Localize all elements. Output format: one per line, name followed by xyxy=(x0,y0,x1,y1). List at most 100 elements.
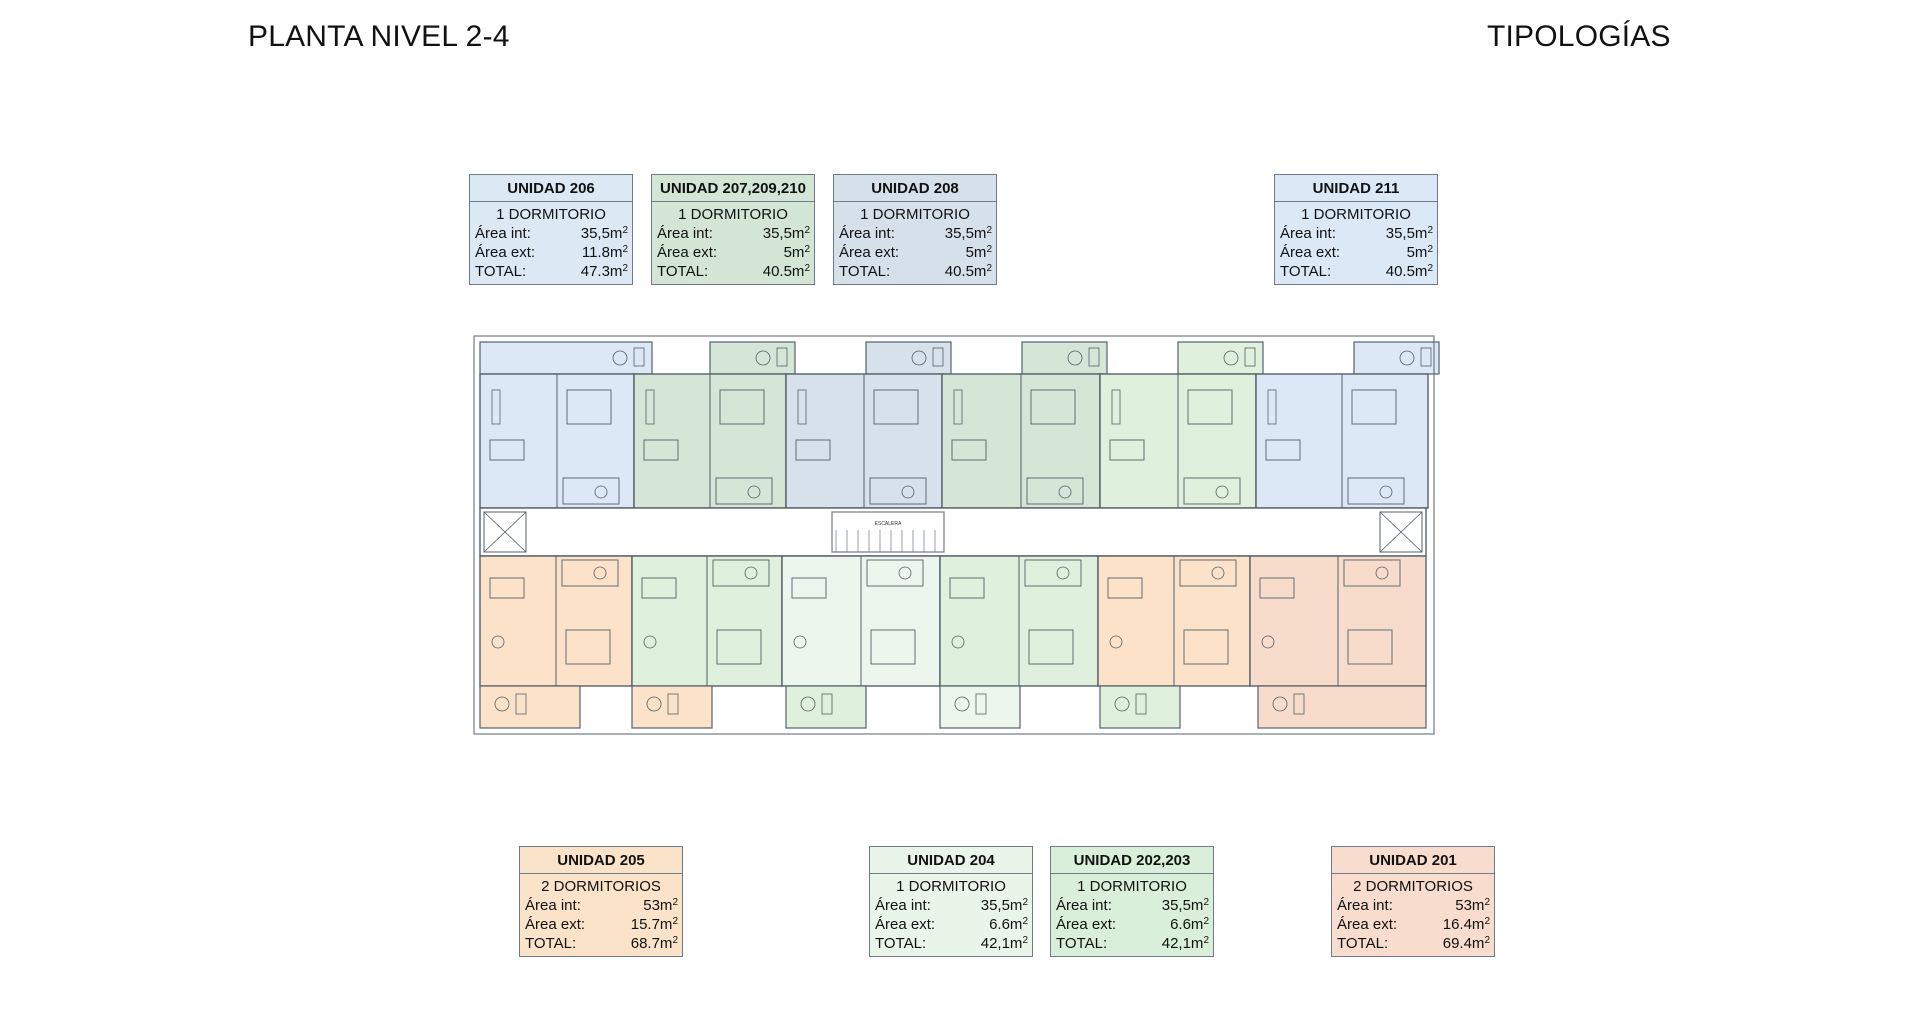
total-label: TOTAL: xyxy=(839,263,891,280)
total-value: 69.4m xyxy=(1442,935,1485,952)
area-unit-sup: 2 xyxy=(986,244,992,255)
area-ext-label: Área ext: xyxy=(1337,916,1398,933)
sofa xyxy=(645,389,655,425)
unit-card-208[interactable]: UNIDAD 208 1 DORMITORIO Área int:35,5m2 … xyxy=(833,174,997,285)
total-label: TOTAL: xyxy=(475,263,527,280)
unit-name: UNIDAD 201 xyxy=(1332,847,1494,874)
unit-card-206[interactable]: UNIDAD 206 1 DORMITORIO Área int:35,5m2 … xyxy=(469,174,633,285)
bed xyxy=(1351,389,1397,425)
unit-card-202-203[interactable]: UNIDAD 202,203 1 DORMITORIO Área int:35,… xyxy=(1050,846,1214,957)
area-unit-sup: 2 xyxy=(1022,916,1028,927)
balcony-lounger xyxy=(667,693,679,715)
area-unit-sup: 2 xyxy=(1427,244,1433,255)
area-int-label: Área int: xyxy=(875,897,931,914)
unit-name: UNIDAD 206 xyxy=(470,175,632,202)
area-unit-sup: 2 xyxy=(1022,897,1028,908)
dining-table xyxy=(1107,577,1143,599)
balcony-chair xyxy=(1223,350,1239,366)
area-unit-sup: 2 xyxy=(1484,935,1490,946)
balcony-chair xyxy=(911,350,927,366)
area-unit-sup: 2 xyxy=(622,225,628,236)
page-title: PLANTA NIVEL 2-4 xyxy=(248,20,510,53)
area-ext-label: Área ext: xyxy=(1280,244,1341,261)
balcony-chair xyxy=(1272,696,1288,712)
area-ext-label: Área ext: xyxy=(839,244,900,261)
balcony-lounger xyxy=(932,347,944,367)
area-unit-sup: 2 xyxy=(1203,935,1209,946)
area-int-label: Área int: xyxy=(839,225,895,242)
bottom-balcony xyxy=(631,685,713,729)
area-unit-sup: 2 xyxy=(622,263,628,274)
unit-card-204[interactable]: UNIDAD 204 1 DORMITORIO Área int:35,5m2 … xyxy=(869,846,1033,957)
area-int-value: 35,5m xyxy=(980,897,1023,914)
area-int-label: Área int: xyxy=(657,225,713,242)
elevator-right xyxy=(1379,511,1423,553)
plant xyxy=(491,635,505,649)
plant xyxy=(643,635,657,649)
toilet xyxy=(747,485,761,499)
area-int-label: Área int: xyxy=(1280,225,1336,242)
area-unit-sup: 2 xyxy=(986,225,992,236)
total-label: TOTAL: xyxy=(1056,935,1108,952)
unit-card-207-209-210[interactable]: UNIDAD 207,209,210 1 DORMITORIO Área int… xyxy=(651,174,815,285)
area-ext-label: Área ext: xyxy=(475,244,536,261)
balcony-lounger xyxy=(1135,693,1147,715)
bottom-balcony xyxy=(479,685,581,729)
toilet xyxy=(744,566,758,580)
section-title: TIPOLOGÍAS xyxy=(1487,20,1671,53)
balcony-lounger xyxy=(821,693,833,715)
balcony-lounger xyxy=(515,693,527,715)
toilet xyxy=(898,566,912,580)
bathroom xyxy=(562,477,620,505)
toilet xyxy=(901,485,915,499)
top-balcony xyxy=(865,341,952,375)
total-value: 42,1m xyxy=(980,935,1023,952)
unit-card-205[interactable]: UNIDAD 205 2 DORMITORIOS Área int:53m2 Á… xyxy=(519,846,683,957)
area-unit-sup: 2 xyxy=(1203,897,1209,908)
balcony-chair xyxy=(800,696,816,712)
area-unit-sup: 2 xyxy=(804,263,810,274)
area-ext-value: 16.4m xyxy=(1442,916,1485,933)
area-unit-sup: 2 xyxy=(1203,916,1209,927)
plant xyxy=(793,635,807,649)
balcony-chair xyxy=(755,350,771,366)
total-value: 68.7m xyxy=(630,935,673,952)
area-ext-value: 5m xyxy=(783,244,805,261)
bed xyxy=(719,389,765,425)
balcony-chair xyxy=(1399,350,1415,366)
stair-label: ESCALERA xyxy=(875,521,902,527)
unit-card-211[interactable]: UNIDAD 211 1 DORMITORIO Área int:35,5m2 … xyxy=(1274,174,1438,285)
unit-card-201[interactable]: UNIDAD 201 2 DORMITORIOS Área int:53m2 Á… xyxy=(1331,846,1495,957)
area-ext-value: 15.7m xyxy=(630,916,673,933)
total-value: 47.3m xyxy=(580,263,623,280)
bathroom xyxy=(1179,559,1237,587)
balcony-chair xyxy=(612,350,628,366)
balcony-lounger xyxy=(975,693,987,715)
dining-table xyxy=(489,577,525,599)
dining-table xyxy=(1265,439,1301,461)
area-ext-label: Área ext: xyxy=(1056,916,1117,933)
unit-type: 2 DORMITORIOS xyxy=(541,878,661,895)
bed xyxy=(1030,389,1076,425)
bed xyxy=(870,629,916,665)
unit-name: UNIDAD 202,203 xyxy=(1051,847,1213,874)
area-int-value: 35,5m xyxy=(944,225,987,242)
unit-type: 1 DORMITORIO xyxy=(496,206,606,223)
total-label: TOTAL: xyxy=(1280,263,1332,280)
area-ext-value: 5m xyxy=(1406,244,1428,261)
unit-name: UNIDAD 204 xyxy=(870,847,1032,874)
balcony-lounger xyxy=(776,347,788,367)
elevator-left xyxy=(483,511,527,553)
toilet xyxy=(594,485,608,499)
area-ext-label: Área ext: xyxy=(875,916,936,933)
area-unit-sup: 2 xyxy=(1484,897,1490,908)
area-unit-sup: 2 xyxy=(986,263,992,274)
unit-name: UNIDAD 207,209,210 xyxy=(652,175,814,202)
balcony-lounger xyxy=(1244,347,1256,367)
bottom-balcony xyxy=(1099,685,1181,729)
unit-type: 1 DORMITORIO xyxy=(678,206,788,223)
elevator-cross xyxy=(483,511,527,553)
area-int-value: 35,5m xyxy=(762,225,805,242)
unit-type: 1 DORMITORIO xyxy=(896,878,1006,895)
building-outline xyxy=(473,335,1435,735)
